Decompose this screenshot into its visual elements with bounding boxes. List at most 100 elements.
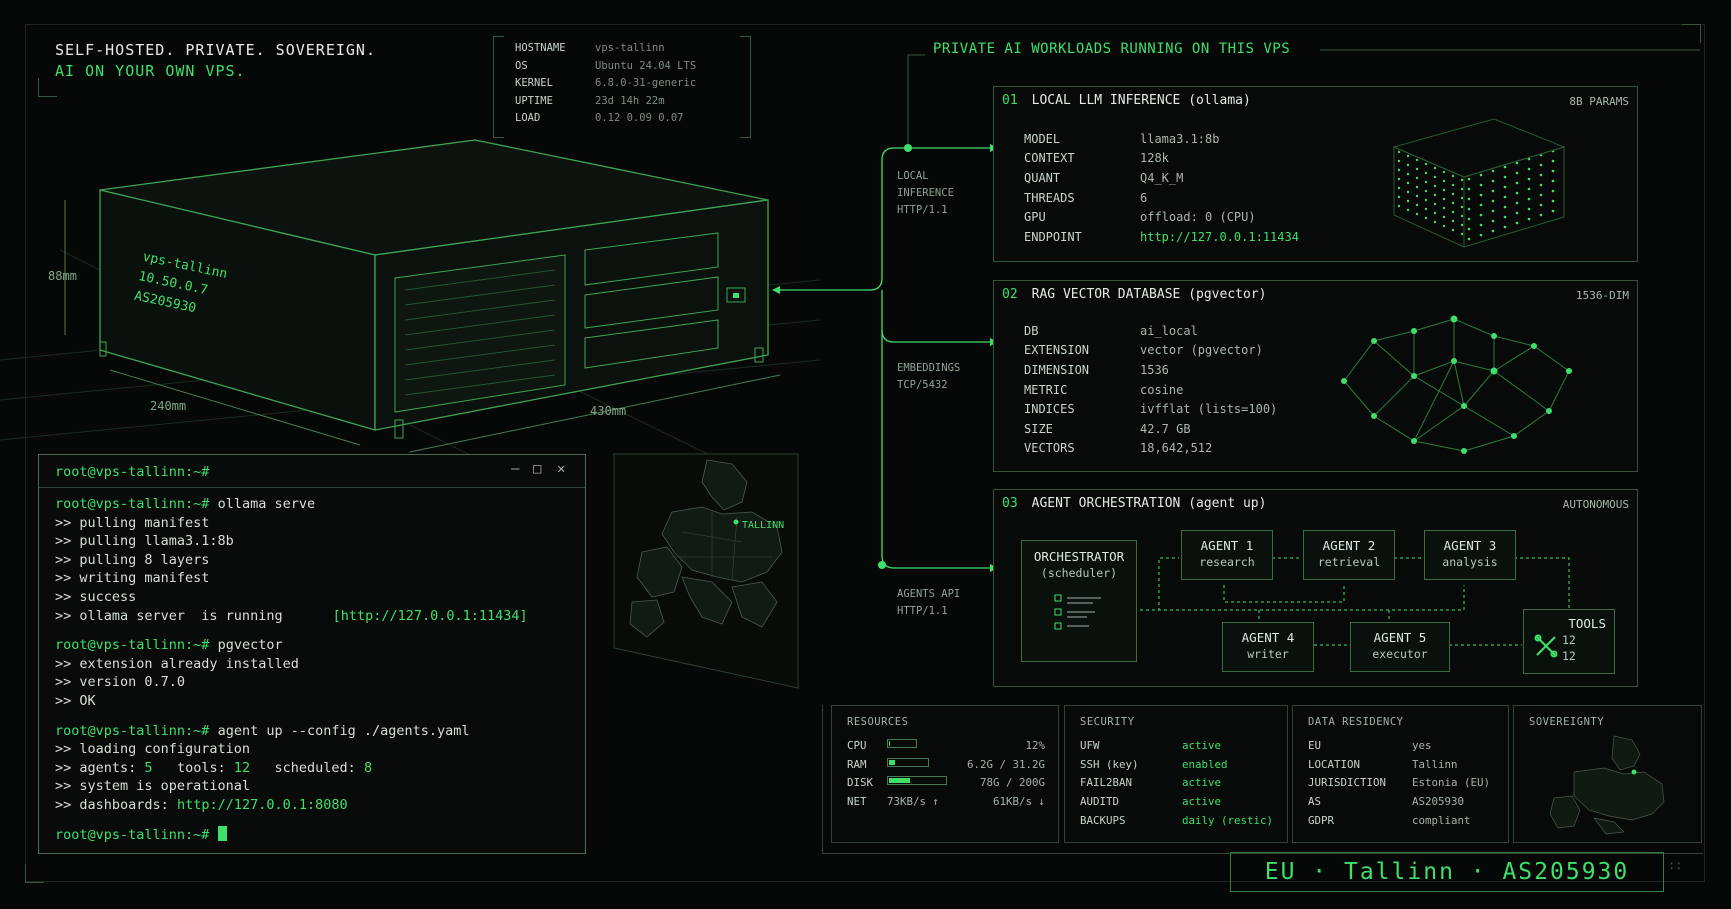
shell-prompt: root@vps-tallinn:~# xyxy=(55,496,210,512)
cube-dot xyxy=(1460,223,1464,227)
tools-count: 12 xyxy=(1562,649,1576,663)
cube-dot xyxy=(1433,193,1437,197)
security-key: UFW xyxy=(1080,738,1100,752)
power-led xyxy=(733,293,739,298)
residency-key: AS xyxy=(1308,794,1322,808)
dimension-line xyxy=(109,369,361,446)
status-text: >> ollama server is running xyxy=(55,607,283,624)
headline-line-2: AI ON YOUR OWN VPS. xyxy=(55,62,246,80)
maximize-icon[interactable]: □ xyxy=(533,461,542,477)
terminal-line: root@vps-tallinn:~# xyxy=(55,825,528,845)
agent-3-box[interactable]: AGENT 3 analysis xyxy=(1424,530,1516,580)
cube-dot xyxy=(1415,212,1419,216)
close-icon[interactable]: ✕ xyxy=(557,461,566,477)
cube-dot xyxy=(1451,210,1455,214)
cube-dot xyxy=(1433,175,1437,179)
residency-value: Tallinn xyxy=(1412,757,1458,771)
cube-dot xyxy=(1406,181,1410,185)
cube-dot xyxy=(1503,225,1507,229)
europe-map: TALLINN xyxy=(613,453,799,689)
agent-1-box[interactable]: AGENT 1 research xyxy=(1181,530,1273,580)
cube-dot xyxy=(1515,221,1519,225)
wrench-icon xyxy=(1534,634,1558,658)
panel-title: SECURITY xyxy=(1080,716,1135,728)
cube-dot xyxy=(1415,176,1419,180)
dim-depth-label: 240mm xyxy=(150,399,186,413)
endpoint-link[interactable]: http://127.0.0.1:11434 xyxy=(1140,229,1299,244)
cube-dot xyxy=(1406,163,1410,167)
panel-title: RAG VECTOR DATABASE (pgvector) xyxy=(1031,287,1267,302)
terminal-line: >> pulling 8 layers xyxy=(55,551,210,568)
cube-dot xyxy=(1442,197,1446,201)
spec-value: 1536 xyxy=(1140,362,1169,377)
flow-label-line: EMBEDDINGS xyxy=(897,362,961,374)
residency-key: EU xyxy=(1308,738,1322,752)
connector-node xyxy=(904,144,912,152)
agent-title: AGENT 4 xyxy=(1241,630,1295,645)
terminal-output[interactable]: root@vps-tallinn:~# ollama serve>> pulli… xyxy=(55,495,528,844)
flow-label-line: INFERENCE xyxy=(897,187,954,199)
terminal-window[interactable]: root@vps-tallinn:~# – □ ✕ root@vps-talli… xyxy=(38,454,586,854)
cube-dot xyxy=(1460,214,1464,218)
terminal-titlebar[interactable]: root@vps-tallinn:~# – □ ✕ xyxy=(39,455,585,488)
cube-dot xyxy=(1433,202,1437,206)
agent-5-box[interactable]: AGENT 5 executor xyxy=(1350,622,1450,672)
agent-role: analysis xyxy=(1442,555,1498,569)
line-gap xyxy=(55,711,528,722)
minimize-icon[interactable]: – xyxy=(511,461,520,477)
terminal-line: >> pulling llama3.1:8b xyxy=(55,533,234,550)
dim-width-label: 430mm xyxy=(590,404,626,418)
spec-value: 18,642,512 xyxy=(1140,441,1213,456)
resource-key: NET xyxy=(847,794,867,808)
residency-key: LOCATION xyxy=(1308,757,1361,771)
terminal-line: >> loading configuration xyxy=(55,741,251,758)
agent-title: AGENT 3 xyxy=(1443,538,1497,553)
cube-dot xyxy=(1397,150,1401,154)
grille-lines xyxy=(404,269,556,396)
cube-dot xyxy=(1491,189,1495,193)
agent-2-box[interactable]: AGENT 2 retrieval xyxy=(1303,530,1395,580)
disk-bar xyxy=(887,776,947,786)
cube-dot xyxy=(1442,170,1446,174)
cube-dot xyxy=(1527,167,1531,171)
agent-title: AGENT 2 xyxy=(1322,538,1376,553)
sysinfo-key: OS xyxy=(515,59,528,72)
security-key: BACKUPS xyxy=(1080,813,1126,827)
cube-dot xyxy=(1479,193,1483,197)
spec-value: llama3.1:8b xyxy=(1140,131,1220,146)
security-value: active xyxy=(1182,794,1222,808)
spec-key: GPU xyxy=(1024,210,1046,225)
panel-title: DATA RESIDENCY xyxy=(1308,716,1404,728)
tallinn-marker xyxy=(733,519,739,525)
cube-dot xyxy=(1503,185,1507,189)
spec-key: ENDPOINT xyxy=(1024,229,1082,244)
server-url: [http://127.0.0.1:11434] xyxy=(332,607,528,624)
dashboard-link[interactable]: http://127.0.0.1:8080 xyxy=(176,796,348,813)
cube-dot xyxy=(1527,157,1531,161)
ram-bar-fill xyxy=(889,759,895,765)
orchestrator-box[interactable]: ORCHESTRATOR (scheduler) xyxy=(1021,540,1137,662)
agent-4-box[interactable]: AGENT 4 writer xyxy=(1222,622,1314,672)
tools-box[interactable]: TOOLS 12 12 xyxy=(1523,609,1615,674)
outer-frame xyxy=(25,24,1705,882)
flow-label-line: AGENTS API xyxy=(897,588,961,600)
panel-tag: 8B PARAMS xyxy=(1569,95,1629,108)
cube-dot xyxy=(1491,209,1495,213)
scheduled-label: scheduled: xyxy=(274,759,356,776)
cube-dot xyxy=(1424,207,1428,211)
cube-dot xyxy=(1527,197,1531,201)
spec-value: Q4_K_M xyxy=(1140,170,1184,185)
cube-dot xyxy=(1479,203,1483,207)
vector-graph-icon xyxy=(1341,315,1572,454)
cube-dot xyxy=(1527,207,1531,211)
